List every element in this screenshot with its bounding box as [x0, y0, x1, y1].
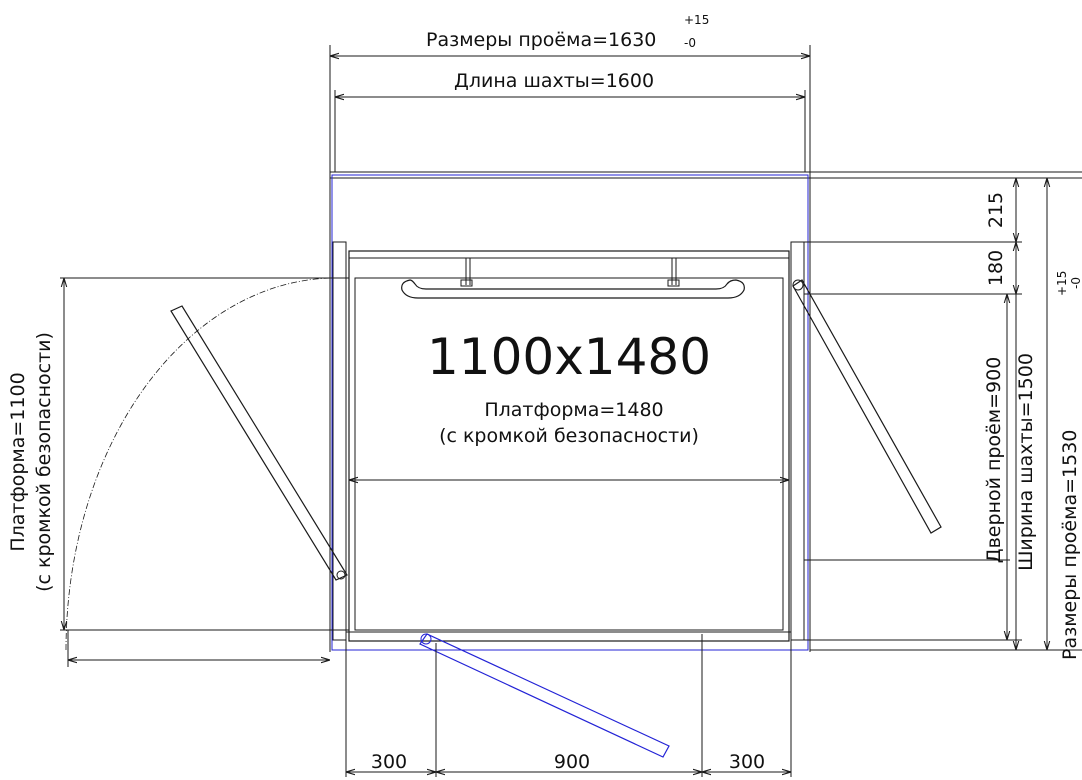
dim-opening-width-tol-plus: +15	[1055, 271, 1069, 296]
center-size-label: 1100x1480	[427, 328, 711, 386]
dim-shaft-width: Ширина шахты=1500	[1015, 294, 1037, 650]
dim-opening-width-tol-minus: -0	[1069, 277, 1082, 289]
platform-length-note: (с кромкой безопасности)	[439, 425, 699, 447]
dim-top-gap-label: 215	[985, 192, 1007, 228]
shaft-outline	[329, 45, 1082, 652]
dim-bottom-left: 300	[346, 751, 436, 773]
dim-bottom-right-label: 300	[729, 751, 765, 773]
dim-opening-width-label: Размеры проёма=1530	[1059, 430, 1081, 660]
bottom-door-leaf	[419, 633, 670, 758]
dim-door-opening-label: Дверной проём=900	[983, 357, 1005, 564]
dim-shaft-length-label: Длина шахты=1600	[454, 70, 654, 92]
platform-length-label: Платформа=1480	[484, 399, 663, 421]
dim-opening-length-tol-plus: +15	[684, 13, 709, 27]
dim-top-gap: 215	[985, 178, 1016, 242]
bottom-extension-lines	[345, 634, 792, 777]
left-door-swing-arc	[65, 277, 337, 651]
dim-opening-width: Размеры проёма=1530 +15 -0	[1047, 178, 1082, 660]
dim-rail-gap: 180	[985, 242, 1016, 294]
dim-bottom-center-label: 900	[554, 751, 590, 773]
dim-shaft-length: Длина шахты=1600	[334, 70, 806, 172]
dim-bottom-center: 900	[436, 751, 702, 773]
dim-bottom-right: 300	[702, 751, 791, 773]
dim-door-opening: Дверной проём=900	[983, 294, 1007, 640]
left-door-leaf	[170, 305, 348, 581]
left-wall-post	[332, 241, 347, 641]
dim-rail-gap-label: 180	[985, 250, 1007, 286]
right-wall-post	[790, 241, 805, 641]
dim-opening-length: Размеры проёма=1630 +15 -0	[330, 13, 810, 56]
dim-shaft-width-label: Ширина шахты=1500	[1015, 353, 1037, 571]
dim-platform-width: Платформа=1100 (с кромкой безопасности)	[7, 277, 349, 667]
right-extension-lines	[804, 241, 1022, 641]
platform-width-label: Платформа=1100	[7, 372, 29, 551]
handrail	[401, 258, 745, 299]
dim-platform-length: 1100x1480 Платформа=1480 (с кромкой безо…	[349, 328, 789, 480]
dim-opening-length-tol-minus: -0	[684, 36, 696, 50]
platform-width-note: (с кромкой безопасности)	[33, 332, 55, 592]
platform	[346, 250, 791, 642]
right-door-leaf	[792, 279, 942, 534]
dim-opening-length-label: Размеры проёма=1630	[426, 29, 656, 51]
dim-bottom-left-label: 300	[371, 751, 407, 773]
